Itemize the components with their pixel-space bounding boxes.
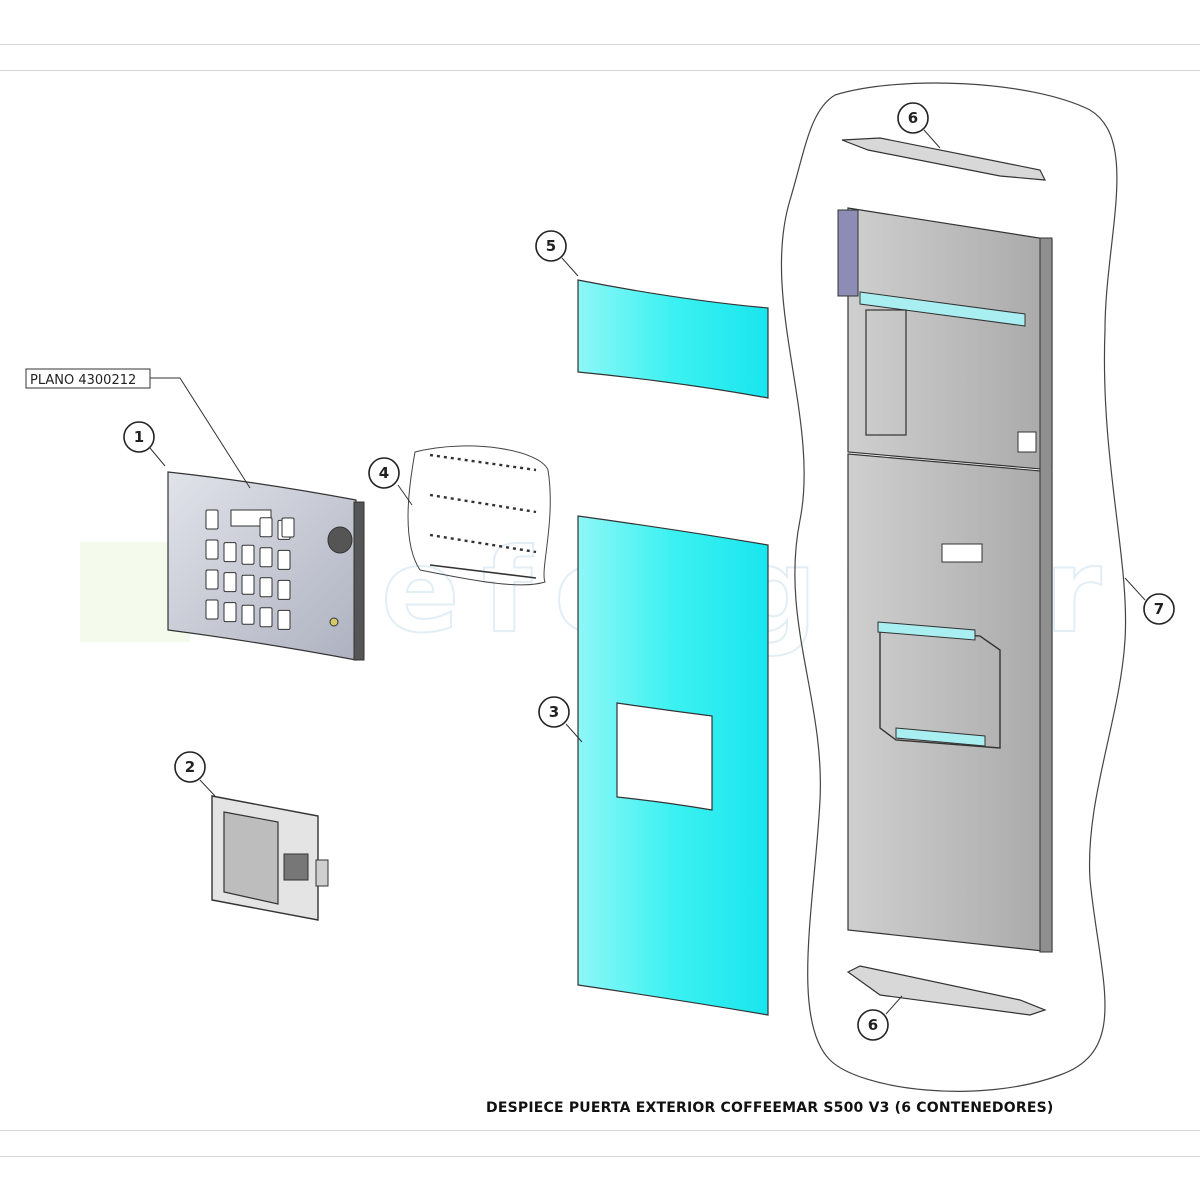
keypad-key [205, 509, 219, 530]
keypad-key [277, 549, 291, 570]
hinge-bracket [837, 209, 859, 297]
strips-group-outline [407, 445, 551, 586]
callout-4: 4 [368, 457, 400, 489]
leader-line-3 [565, 723, 583, 743]
callout-5: 5 [535, 230, 567, 262]
fixing-strip [429, 453, 537, 472]
leader-line-1 [149, 447, 166, 467]
leader-line-6-top [923, 129, 941, 149]
keypad-key [205, 599, 219, 620]
keypad-key [241, 574, 255, 595]
keypad-key [205, 539, 219, 560]
indicator-light [329, 617, 339, 627]
center-mount-top [877, 621, 976, 641]
callout-circle [538, 696, 570, 728]
door-frame-assembly [780, 82, 1127, 1092]
leader-line-6-bottom [885, 995, 903, 1015]
keypad-key [259, 607, 273, 628]
callout-number: 6 [868, 1016, 878, 1034]
bottom-border-line-inner [0, 1130, 1200, 1131]
top-border-line-inner [0, 70, 1200, 71]
callout-3: 3 [538, 696, 570, 728]
callout-6-bottom: 6 [857, 1009, 889, 1041]
display-cutout [941, 543, 983, 563]
bottom-end-cap [846, 965, 1047, 1016]
callout-number: 5 [546, 237, 556, 255]
delivery-side-tab [315, 859, 329, 887]
panel-right-edge [353, 501, 365, 661]
plan-reference-box [25, 368, 151, 389]
callout-2: 2 [174, 751, 206, 783]
callout-circle [857, 1009, 889, 1041]
leader-lines [149, 129, 1146, 1015]
product-delivery-frame [211, 795, 329, 921]
callout-1: 1 [123, 421, 155, 453]
keypad-key [259, 547, 273, 568]
callout-7: 7 [1143, 593, 1175, 625]
fixing-strip [429, 533, 537, 554]
frame-lower-section [847, 453, 1053, 953]
leader-line-2 [199, 779, 216, 797]
frame-right-edge [1039, 237, 1053, 953]
keypad-key [223, 542, 237, 563]
delivery-frame-opening [223, 811, 279, 905]
center-mount-bottom [895, 727, 986, 747]
keypad-key [259, 517, 273, 538]
upper-mount-plate [865, 309, 907, 436]
delivery-flap-handle [283, 853, 309, 881]
keypad-key [281, 517, 295, 538]
leader-line-4 [397, 484, 413, 506]
fixing-strip [429, 493, 537, 514]
callout-number: 4 [379, 464, 389, 482]
top-end-cap [841, 137, 1047, 181]
keypad-key [277, 579, 291, 600]
keypad-key [223, 602, 237, 623]
callout-number: 1 [134, 428, 144, 446]
callout-circle [368, 457, 400, 489]
callout-6-top: 6 [897, 102, 929, 134]
keypad-key [259, 577, 273, 598]
top-border-line [0, 44, 1200, 45]
leader-line-plan [150, 377, 251, 489]
fixing-strip [429, 564, 537, 579]
drawing-title: DESPIECE PUERTA EXTERIOR COFFEEMAR S500 … [486, 1100, 1054, 1116]
glass-fixing-strips [407, 445, 551, 586]
side-cutout [1017, 431, 1037, 453]
callout-number: 2 [185, 758, 195, 776]
frame-upper-section [847, 207, 1053, 471]
callout-number: 3 [549, 703, 559, 721]
leader-line-5 [561, 257, 579, 277]
upper-front-glass [577, 279, 769, 399]
center-mount-bracket [879, 627, 1001, 749]
keypad-key [241, 544, 255, 565]
keypad-key [241, 604, 255, 625]
plan-reference-label: PLANO 4300212 [30, 373, 136, 388]
frame-crossbar [859, 291, 1026, 327]
callout-number: 7 [1154, 600, 1164, 618]
keypad-key [277, 609, 291, 630]
callout-number: 6 [908, 109, 918, 127]
keypad-key [223, 572, 237, 593]
keypad-key [205, 569, 219, 590]
coin-slot-knob [327, 526, 353, 554]
callout-circle [1143, 593, 1175, 625]
callout-circle [897, 102, 929, 134]
callout-circle [123, 421, 155, 453]
bottom-border-line [0, 1156, 1200, 1157]
callout-circle [535, 230, 567, 262]
glass-window-cutout [616, 702, 713, 811]
leader-line-7 [1124, 577, 1146, 601]
frame-group-outline [780, 82, 1127, 1092]
callout-circle [174, 751, 206, 783]
keypad-keys [205, 509, 295, 630]
